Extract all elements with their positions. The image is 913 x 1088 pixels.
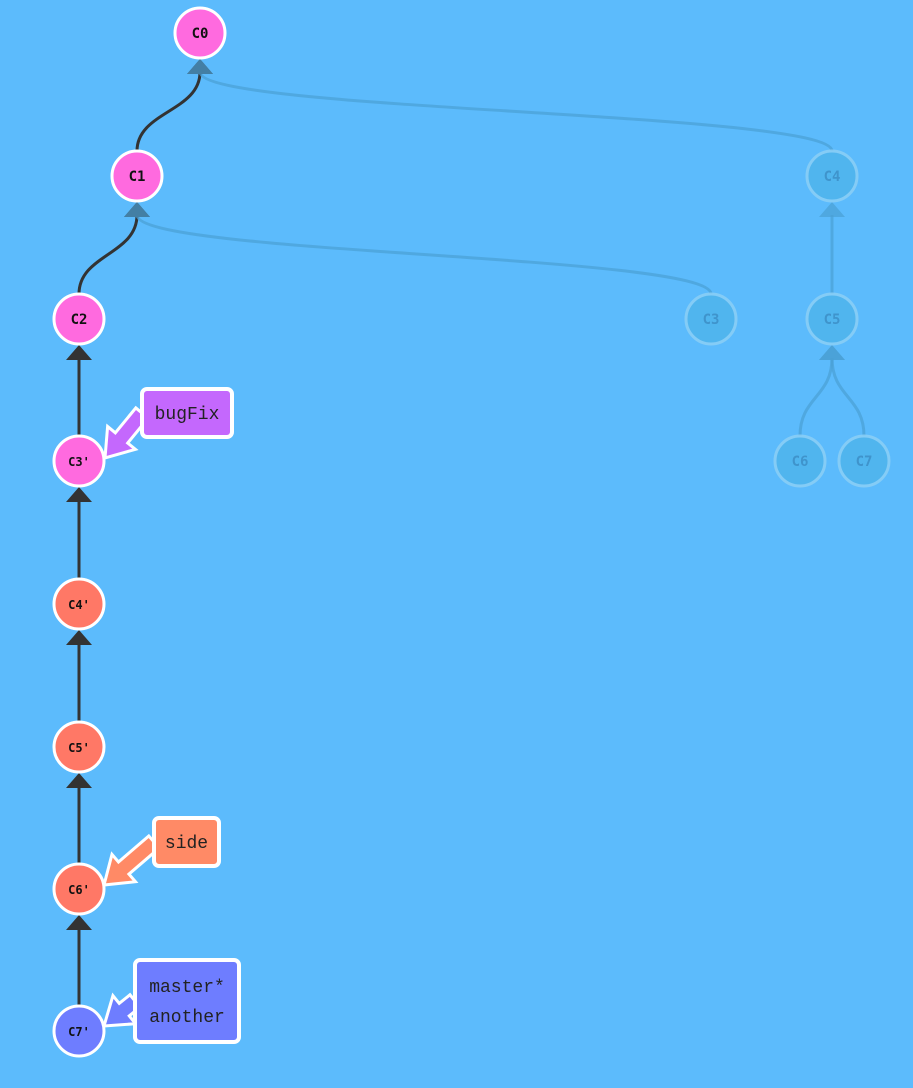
branch-master-another[interactable]: master* another bbox=[93, 958, 241, 1044]
commit-label: C0 bbox=[192, 26, 209, 42]
edge-c6-to-c5 bbox=[798, 357, 834, 437]
commit-label: C1 bbox=[129, 169, 146, 185]
arrowheads-layer bbox=[66, 59, 845, 930]
commit-node bbox=[805, 149, 859, 203]
branches-layer: bugFix side master* another bbox=[91, 387, 241, 1044]
commit-node bbox=[52, 577, 106, 631]
master-another-label-line: master* bbox=[149, 978, 225, 998]
commit-node bbox=[52, 434, 106, 488]
edge-c2-to-c1 bbox=[77, 214, 139, 295]
arrowhead-c7-to-c5 bbox=[819, 345, 845, 360]
commit-label: C5 bbox=[824, 312, 841, 328]
commit-label: C4' bbox=[68, 598, 90, 612]
master-another-label-line: another bbox=[149, 1008, 225, 1028]
commit-label: C7 bbox=[856, 454, 873, 470]
commit-node bbox=[52, 1004, 106, 1058]
commit-c5-prime[interactable]: C5' bbox=[52, 720, 106, 774]
side-pointer-arrow bbox=[102, 833, 162, 887]
edge-c4-to-c0 bbox=[198, 71, 834, 152]
branch-bugfix[interactable]: bugFix bbox=[91, 387, 234, 469]
commit-label: C3' bbox=[68, 455, 90, 469]
commit-node bbox=[773, 434, 827, 488]
commit-node bbox=[684, 292, 738, 346]
edge-c1-to-c0 bbox=[135, 71, 202, 152]
arrowhead-c7p-to-c6p bbox=[66, 915, 92, 930]
commit-c5[interactable]: C5 bbox=[805, 292, 859, 346]
arrowhead-c6p-to-c5p bbox=[66, 773, 92, 788]
commit-node bbox=[110, 149, 164, 203]
bugfix-pointer-arrow bbox=[103, 405, 151, 461]
commit-c4[interactable]: C4 bbox=[805, 149, 859, 203]
commit-label: C7' bbox=[68, 1025, 90, 1039]
commit-node bbox=[173, 6, 227, 60]
commit-c6-prime[interactable]: C6' bbox=[52, 862, 106, 916]
side-label-box bbox=[152, 816, 221, 868]
commit-c4-prime[interactable]: C4' bbox=[52, 577, 106, 631]
arrowhead-c5-to-c4 bbox=[819, 202, 845, 217]
commit-node bbox=[837, 434, 891, 488]
bugfix-label-line: bugFix bbox=[155, 405, 220, 425]
branch-side[interactable]: side bbox=[92, 816, 221, 899]
commit-label: C4 bbox=[824, 169, 841, 185]
arrowhead-c5p-to-c4p bbox=[66, 630, 92, 645]
master-another-label-box bbox=[133, 958, 241, 1044]
commit-c1[interactable]: C1 bbox=[110, 149, 164, 203]
commit-c7[interactable]: C7 bbox=[837, 434, 891, 488]
commit-node bbox=[52, 292, 106, 346]
edges-layer bbox=[77, 71, 866, 1006]
commit-node bbox=[52, 720, 106, 774]
edge-c3-to-c1 bbox=[135, 214, 713, 295]
arrowhead-c3p-to-c2 bbox=[66, 345, 92, 360]
commit-node bbox=[805, 292, 859, 346]
arrowhead-c4p-to-c3p bbox=[66, 487, 92, 502]
commit-c0[interactable]: C0 bbox=[173, 6, 227, 60]
arrowhead-c4-to-c0 bbox=[187, 59, 213, 74]
commit-c3-prime[interactable]: C3' bbox=[52, 434, 106, 488]
arrowhead-c3-to-c1 bbox=[124, 202, 150, 217]
side-label-line: side bbox=[165, 834, 208, 854]
commit-node bbox=[52, 862, 106, 916]
edge-c7-to-c5 bbox=[830, 357, 866, 437]
commit-label: C3 bbox=[703, 312, 720, 328]
master-another-pointer-arrow bbox=[101, 992, 143, 1028]
commit-label: C6' bbox=[68, 883, 90, 897]
bugfix-label-box bbox=[140, 387, 234, 439]
commit-c6[interactable]: C6 bbox=[773, 434, 827, 488]
commit-label: C2 bbox=[71, 312, 88, 328]
commit-label: C5' bbox=[68, 741, 90, 755]
commit-c3[interactable]: C3 bbox=[684, 292, 738, 346]
commit-c7-prime[interactable]: C7' bbox=[52, 1004, 106, 1058]
commit-c2[interactable]: C2 bbox=[52, 292, 106, 346]
commit-label: C6 bbox=[792, 454, 809, 470]
